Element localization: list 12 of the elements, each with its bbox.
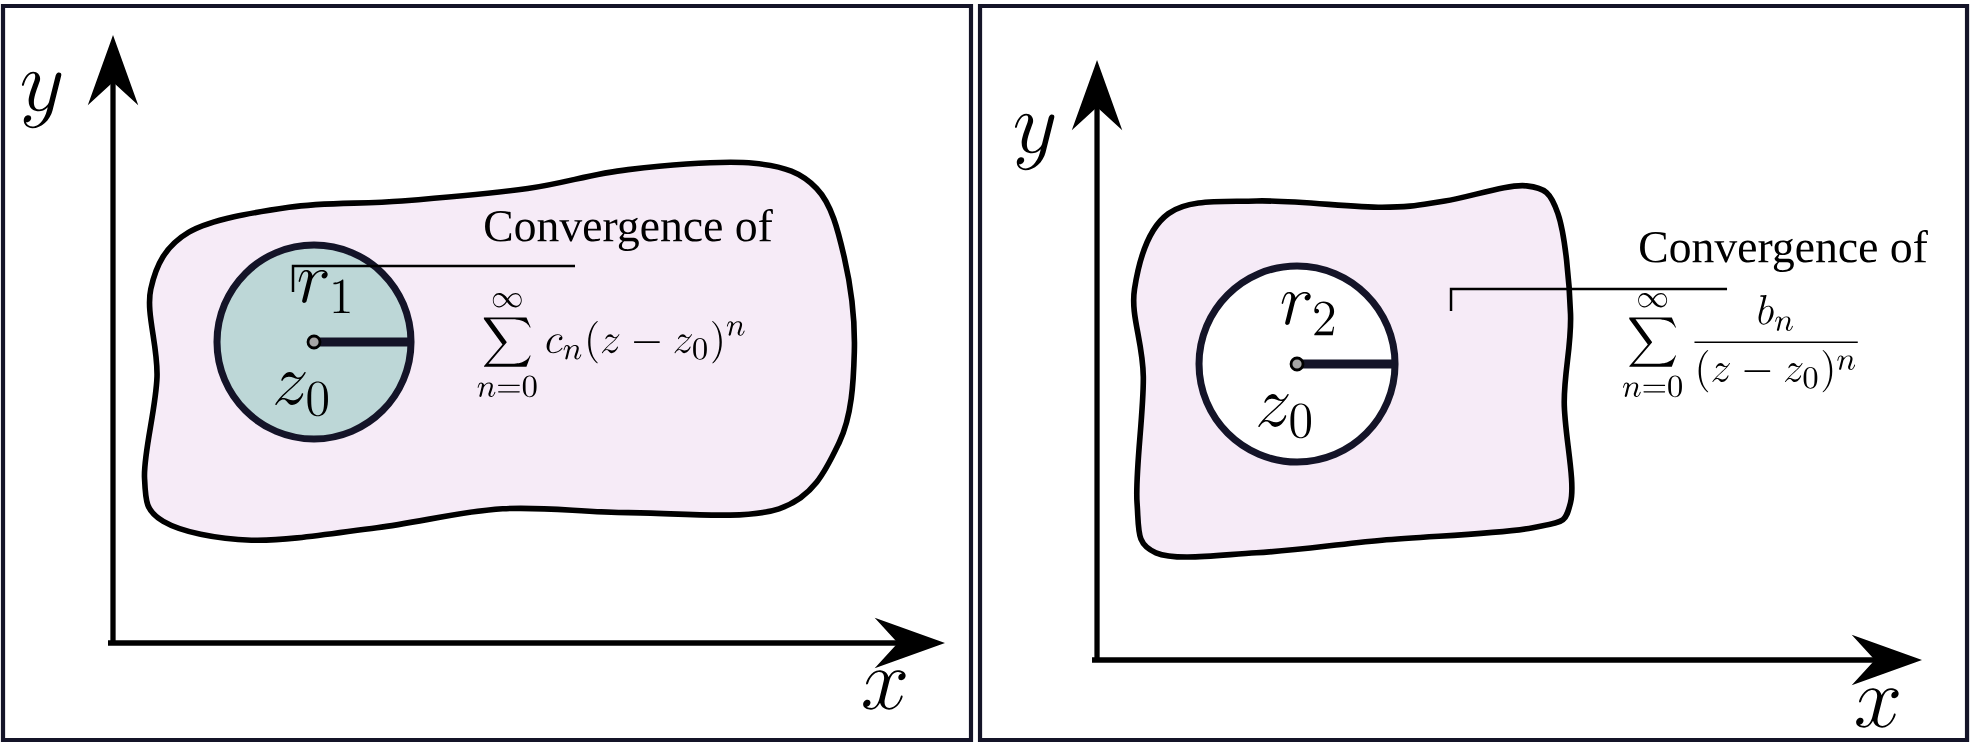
radius-label: $r_2$ xyxy=(1281,292,1335,336)
radius-label: $r_1$ xyxy=(298,270,350,314)
leader-line xyxy=(1449,287,1728,311)
center-label: $z_0$ xyxy=(1258,394,1311,439)
axis-label: $y$ xyxy=(21,71,62,129)
center-label: $z_0$ xyxy=(275,372,328,417)
leader-line xyxy=(291,264,575,292)
annotation-text: Convergence of $\sum_{n=0}^{\infty} c_n(z-z_0)^n$ xyxy=(477,208,773,398)
axis-label: $x$ xyxy=(1856,688,1899,728)
axis-label: $x$ xyxy=(863,670,906,710)
axis-label: $y$ xyxy=(1014,113,1055,171)
annotation-text: Convergence of $\sum_{n=0}^{\infty}\frac{b_n}{(z-z_0)^n}$ xyxy=(1623,229,1928,398)
